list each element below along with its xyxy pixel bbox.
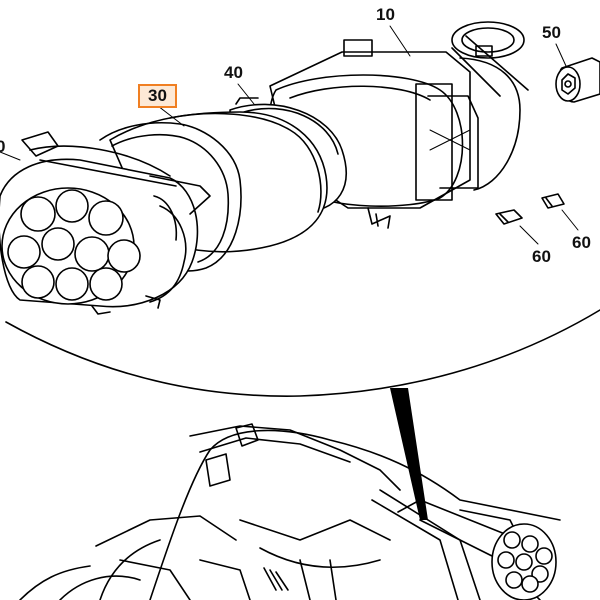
callout-30-highlighted: 30 [138, 84, 177, 108]
leader-line-60-b [561, 209, 579, 231]
clip-part-60-b [541, 193, 565, 209]
callout-0-partial: 0 [0, 137, 6, 156]
leader-line-60-a [519, 225, 539, 245]
callout-40: 40 [224, 63, 243, 82]
callout-60-a: 60 [532, 247, 551, 266]
callout-60-b: 60 [572, 233, 591, 252]
detail-pointer [390, 388, 428, 520]
callout-10: 10 [376, 5, 395, 24]
callout-50: 50 [542, 23, 561, 42]
detail-view-circle [5, 309, 600, 397]
leader-line-0 [0, 151, 21, 161]
sensor-plug-part-50 [555, 57, 600, 103]
leader-line-50 [555, 43, 567, 67]
vehicle-chassis-overview [19, 423, 561, 600]
leader-line-40 [237, 83, 255, 105]
leader-line-10 [389, 25, 411, 57]
clip-part-60-a [495, 209, 523, 225]
leader-line-30 [157, 105, 185, 127]
end-cap-tubes-part [0, 131, 211, 315]
